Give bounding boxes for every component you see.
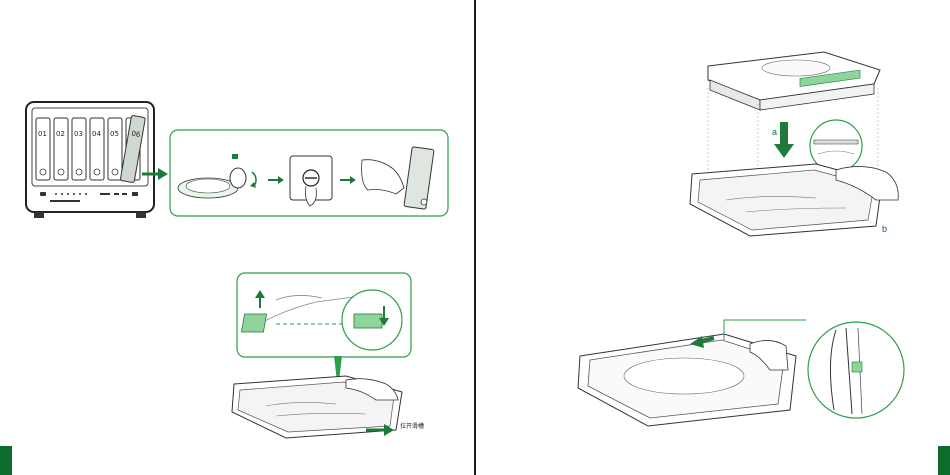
bay-label-01: 01: [38, 130, 47, 138]
empty-drive-tray: [226, 370, 416, 440]
right-page: a b: [476, 0, 950, 475]
unlock-steps-panel: [168, 128, 450, 218]
bay-label-03: 03: [74, 130, 83, 138]
tray-with-hand: [686, 160, 906, 240]
left-page: 01 02 03 04 05 06: [0, 0, 474, 475]
page-tab-right: [938, 446, 950, 475]
step-label-a: a: [772, 127, 777, 137]
page-tab-left: [0, 446, 12, 475]
nas-illustration: 01 02 03 04 05 06: [22, 98, 160, 220]
bay-label-02: 02: [56, 130, 65, 138]
tray-caption: 拉开滑槽: [400, 421, 424, 430]
bay-label-05: 05: [110, 130, 119, 138]
zoom-leader-line: [722, 318, 808, 342]
latch-zoom-circle: [806, 320, 906, 420]
tray-latch-callout: [236, 272, 412, 358]
bay-label-04: 04: [92, 130, 101, 138]
step-label-b: b: [882, 224, 887, 234]
nas-to-panel-arrow: [140, 166, 170, 182]
